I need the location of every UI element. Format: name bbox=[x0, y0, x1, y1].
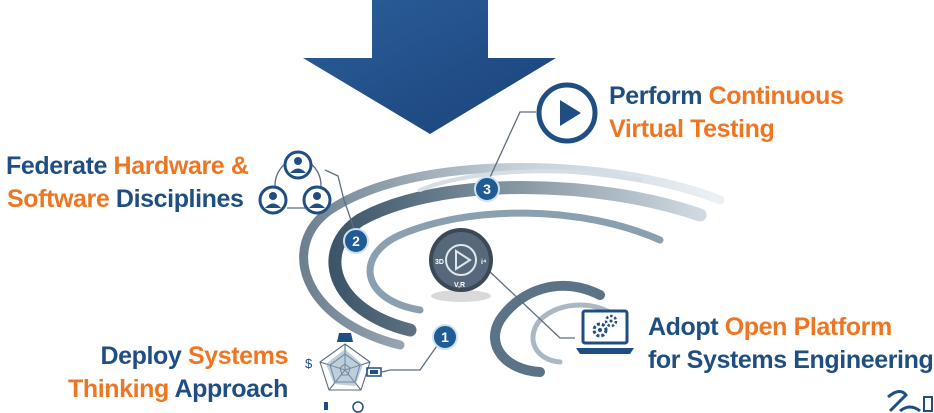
step-1-badge: 1 bbox=[432, 324, 458, 350]
label-segment: Perform bbox=[609, 82, 703, 110]
label-segment: Federate bbox=[6, 152, 108, 180]
step-1-line2: Thinking Approach bbox=[0, 373, 288, 406]
step-2-line2: Software Disciplines bbox=[6, 183, 249, 216]
label-segment: Hardware & bbox=[107, 152, 249, 180]
step-3-line1: Perform Continuous bbox=[609, 80, 844, 113]
radar-chart-icon: $ bbox=[305, 333, 382, 413]
label-segment: Thinking bbox=[67, 375, 169, 403]
label-segment: Approach bbox=[168, 375, 289, 403]
adopt-label: Adopt Open Platform for Systems Engineer… bbox=[648, 311, 934, 377]
label-segment: Systems bbox=[181, 342, 288, 370]
step-2-line1: Federate Hardware & bbox=[6, 150, 249, 183]
compass-right-label: i⁴ bbox=[481, 259, 487, 266]
laptop-gears-icon bbox=[576, 309, 634, 354]
label-segment: Adopt bbox=[648, 313, 719, 341]
step-3-line2: Virtual Testing bbox=[609, 113, 843, 146]
label-segment: Open Platform bbox=[718, 313, 892, 341]
step-2-badge: 2 bbox=[343, 228, 369, 254]
compass-bottom-label: V,R bbox=[454, 282, 465, 289]
label-segment: Deploy bbox=[100, 342, 182, 370]
adopt-line2: for Systems Engineering bbox=[648, 344, 934, 377]
label-segment: Software bbox=[7, 185, 110, 213]
label-segment: for Systems Engineering bbox=[648, 346, 934, 374]
people-network-icon bbox=[258, 150, 332, 215]
step-3-label: Perform Continuous Virtual Testing bbox=[609, 80, 844, 146]
svg-text:$: $ bbox=[305, 356, 313, 371]
step-1-label: Deploy Systems Thinking Approach bbox=[0, 340, 288, 406]
step-2-label: Federate Hardware & Software Disciplines bbox=[6, 150, 249, 216]
label-segment: Continuous bbox=[702, 82, 844, 110]
play-circle-icon bbox=[536, 82, 598, 144]
label-segment: Virtual Testing bbox=[609, 115, 775, 143]
compass-logo-icon: 3D V,R i⁴ bbox=[429, 228, 493, 302]
step-3-badge: 3 bbox=[474, 176, 500, 202]
label-segment: Disciplines bbox=[109, 185, 244, 213]
adopt-line1: Adopt Open Platform bbox=[648, 311, 933, 344]
compass-left-label: 3D bbox=[435, 259, 444, 266]
step-1-line1: Deploy Systems bbox=[0, 340, 288, 373]
brand-logo bbox=[887, 390, 933, 413]
